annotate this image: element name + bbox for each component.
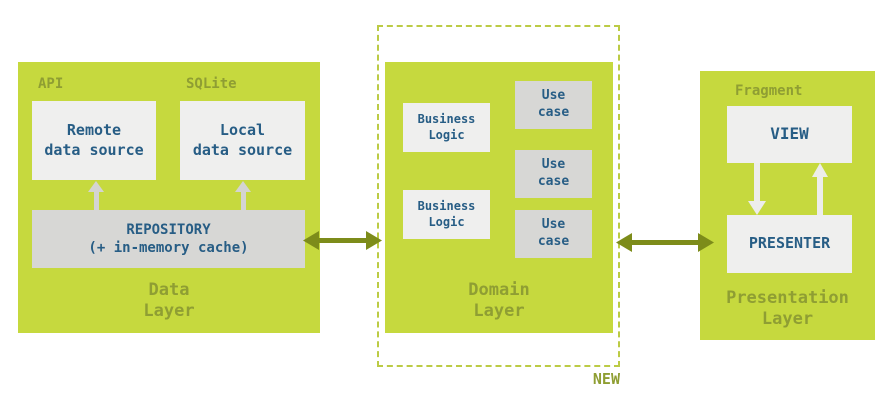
use-case-box: Use case xyxy=(515,81,592,129)
domain-layer-title-line1: Domain xyxy=(468,280,530,300)
arrow-head xyxy=(235,181,251,192)
use-case-box: Use case xyxy=(515,150,592,198)
fragment-label: Fragment xyxy=(735,83,803,99)
presenter-box: PRESENTER xyxy=(727,215,852,273)
repo-to-remote-arrow-icon xyxy=(88,181,104,210)
domain-layer-panel: Business Logic Business Logic Use case U… xyxy=(385,62,613,333)
remote-data-source-label-line2: data source xyxy=(44,140,144,159)
use-case-label-line2: case xyxy=(537,174,570,189)
data-layer-title: Data Layer xyxy=(18,280,320,322)
business-logic-box: Business Logic xyxy=(403,103,490,152)
arrow-shaft xyxy=(93,192,99,210)
new-label: NEW xyxy=(592,370,620,388)
business-logic-label-line1: Business xyxy=(417,111,476,126)
use-case-box: Use case xyxy=(515,210,592,258)
domain-layer-title-line2: Layer xyxy=(473,301,525,321)
api-label: API xyxy=(38,76,64,92)
arrow-shaft xyxy=(754,163,760,201)
use-case-label-line1: Use xyxy=(541,88,566,104)
business-logic-box: Business Logic xyxy=(403,190,490,239)
remote-data-source-label-line1: Remote xyxy=(66,121,122,139)
arrow-shaft xyxy=(240,192,246,210)
business-logic-label-line2: Logic xyxy=(428,127,465,142)
presentation-layer-title: Presentation Layer xyxy=(700,288,875,330)
repository-label-line1: REPOSITORY xyxy=(126,221,211,238)
arrow-head xyxy=(812,163,828,177)
use-case-label-line2: case xyxy=(537,105,570,120)
repository-box: REPOSITORY (+ in-memory cache) xyxy=(32,210,305,268)
domain-presentation-arrow-icon xyxy=(616,233,714,252)
arrow-head xyxy=(88,181,104,192)
sqlite-label: SQLite xyxy=(186,76,237,92)
data-layer-panel: API SQLite Remote data source Local data… xyxy=(18,62,320,333)
local-data-source-label-line1: Local xyxy=(219,121,266,139)
repository-label-line2: (+ in-memory cache) xyxy=(88,240,249,256)
arrow-head xyxy=(748,201,766,215)
arrow-shaft xyxy=(817,177,823,215)
remote-data-source-box: Remote data source xyxy=(32,101,156,180)
presenter-label: PRESENTER xyxy=(748,234,831,253)
use-case-label-line1: Use xyxy=(541,217,566,233)
presenter-to-view-arrow-icon xyxy=(811,163,829,215)
business-logic-label-line1: Business xyxy=(417,198,476,213)
local-data-source-box: Local data source xyxy=(180,101,305,180)
domain-layer-title: Domain Layer xyxy=(385,280,613,322)
data-layer-title-line2: Layer xyxy=(143,301,195,321)
presentation-layer-title-line1: Presentation xyxy=(726,288,849,308)
domain-new-outline xyxy=(377,25,620,367)
presentation-layer-panel: Fragment VIEW PRESENTER Presentation Lay… xyxy=(700,71,875,340)
view-label: VIEW xyxy=(770,124,809,144)
local-data-source-label-line2: data source xyxy=(192,140,293,159)
repo-to-local-arrow-icon xyxy=(235,181,251,210)
data-layer-title-line1: Data xyxy=(148,280,190,300)
view-to-presenter-arrow-icon xyxy=(748,163,766,215)
use-case-label-line2: case xyxy=(537,234,570,249)
business-logic-label-line2: Logic xyxy=(428,214,465,229)
presentation-layer-title-line2: Layer xyxy=(761,309,814,329)
data-domain-arrow-icon xyxy=(303,231,382,250)
view-box: VIEW xyxy=(727,106,852,163)
use-case-label-line1: Use xyxy=(541,157,566,173)
